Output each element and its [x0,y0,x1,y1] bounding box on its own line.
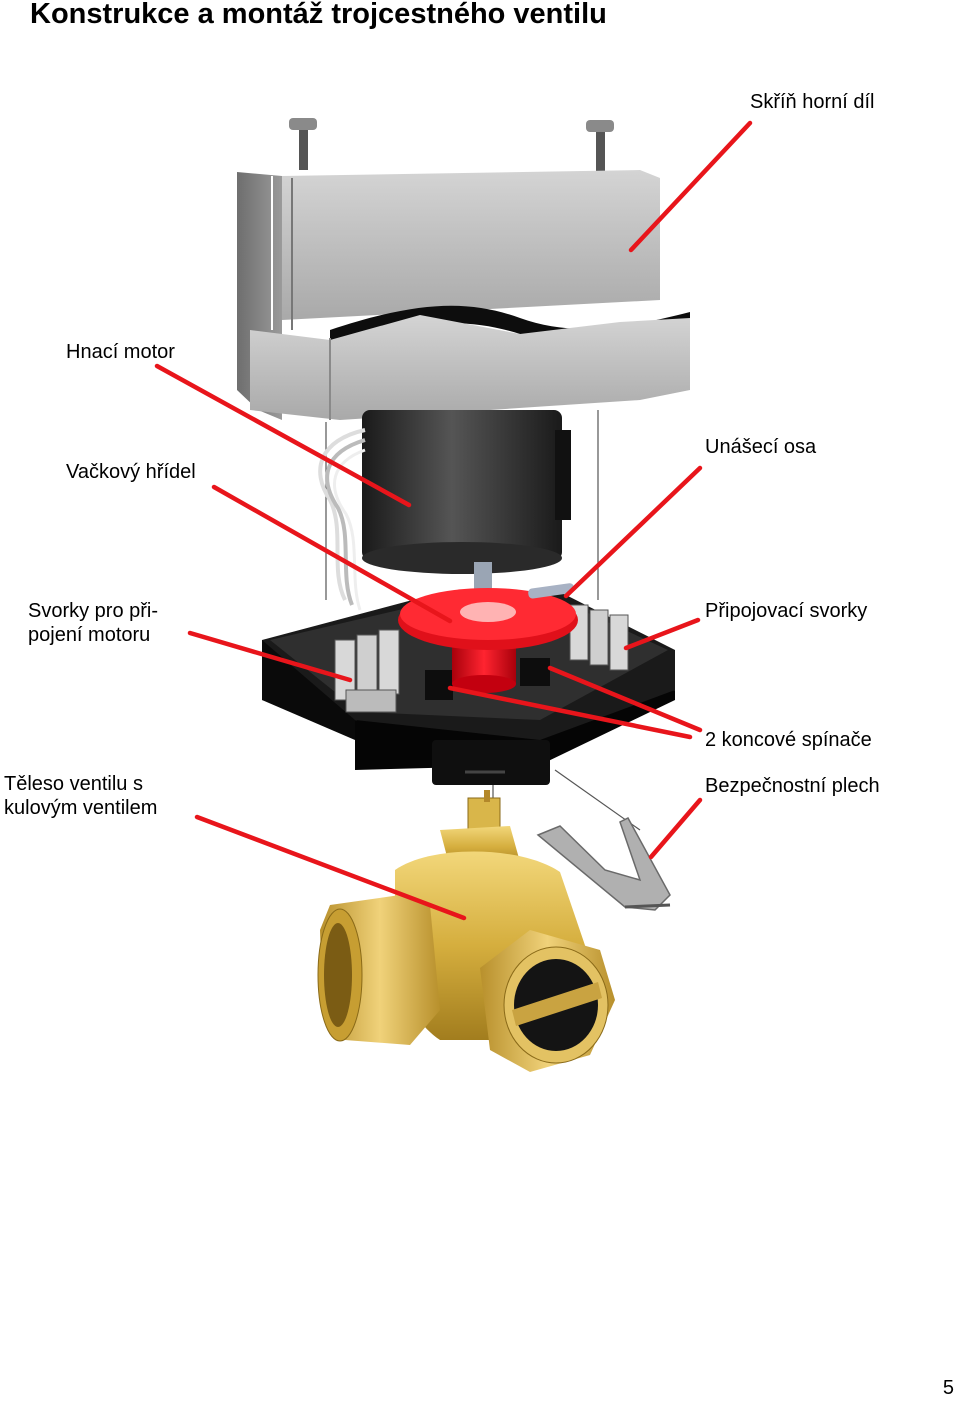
leader-line-connection-terminals [623,617,701,651]
cam-wheel [398,583,578,693]
leader-line-valve-body [194,814,467,921]
label-housing-top: Skříň horní díl [750,91,875,113]
leader-lines [154,120,753,921]
label-safety-plate: Bezpečnostní plech [705,775,880,797]
leader-line-limit-switch-1 [447,685,693,740]
page-title: Konstrukce a montáž trojcestného ventilu [30,0,607,30]
valve-body [317,790,615,1072]
leader-line-motor-terminals [187,630,353,683]
leader-line-safety-plate [648,797,703,860]
label-motor-terminals-line2: pojení motoru [28,624,151,646]
housing-top-part [237,118,690,420]
label-drive-motor: Hnací motor [66,341,175,363]
drive-motor [318,410,571,611]
label-valve-body-line1: Těleso ventilu s [4,773,143,795]
leader-line-cam-shaft [211,484,453,624]
label-driver-axis: Unášecí osa [705,436,817,458]
base-plate [262,592,675,785]
safety-plate [536,817,671,911]
connection-terminal-block [569,604,629,671]
label-limit-switches: 2 koncové spínače [705,729,872,751]
leader-line-driver-axis [563,465,703,599]
label-valve-body-line2: kulovým ventilem [4,797,158,819]
leader-line-drive-motor [154,363,412,508]
leader-line-limit-switch-2 [547,665,703,733]
leader-line-housing-top [628,120,753,253]
motor-terminal-block [334,629,400,713]
page-number: 5 [942,1377,954,1399]
label-connection-terminals: Připojovací svorky [705,600,868,622]
label-cam-shaft: Vačkový hřídel [66,461,196,483]
label-motor-terminals-line1: Svorky pro při- [28,600,159,622]
